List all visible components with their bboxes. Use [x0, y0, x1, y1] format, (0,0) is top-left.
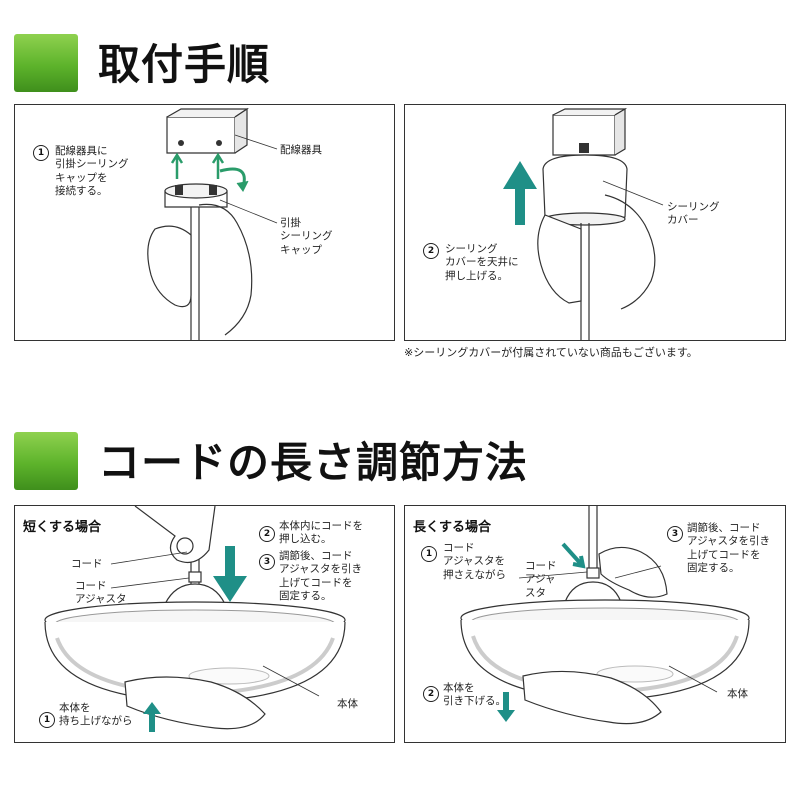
shorten-step3-badge: 3 [259, 554, 275, 570]
accessory-note: ※シーリングカバーが付属されていない商品もございます。 [404, 346, 698, 359]
lengthen-step2-text: 本体を 引き下げる。 [443, 682, 506, 708]
shorten-step1-badge: 1 [39, 712, 55, 728]
step2-instruction: シーリング カバーを天井に 押し上げる。 [445, 243, 519, 282]
lengthen-body-label: 本体 [727, 688, 748, 700]
install-step2-panel: 2 シーリング カバーを天井に 押し上げる。 シーリング カバー [404, 104, 786, 341]
install-step2-illustration [503, 107, 664, 340]
cord-label: コード [71, 558, 103, 570]
step1-number-badge: 1 [33, 145, 49, 161]
cord-adjuster-label: コード アジャスタ [75, 580, 127, 606]
shorten-step2-text: 本体内にコードを 押し込む。 [279, 520, 363, 546]
lengthen-step1-text: コード アジャスタを 押さえながら [443, 542, 506, 581]
shorten-step1-text: 本体を 持ち上げながら [59, 702, 133, 728]
section2-green-marker [14, 432, 78, 490]
lengthen-cord-panel: 長くする場合 1 コード アジャスタを 押さえながら コード アジャ スタ 3 … [404, 505, 786, 743]
install-step1-panel: 1 配線器具に 引掛シーリング キャップを 接続する。 配線器具 引掛 シーリン… [14, 104, 395, 341]
lengthen-cord-illustration [460, 506, 750, 725]
lengthen-step2-badge: 2 [423, 686, 439, 702]
fixture-label: 配線器具 [280, 144, 322, 156]
shorten-cord-illustration [44, 506, 346, 732]
shorten-subtitle: 短くする場合 [23, 520, 102, 535]
lengthen-step3-text: 調節後、コード アジャスタを引き 上げてコードを 固定する。 [687, 522, 771, 575]
step1-instruction: 配線器具に 引掛シーリング キャップを 接続する。 [55, 145, 129, 198]
step2-number-badge: 2 [423, 243, 439, 259]
shorten-step2-badge: 2 [259, 526, 275, 542]
shorten-step3-text: 調節後、コード アジャスタを引き 上げてコードを 固定する。 [279, 550, 363, 603]
lengthen-step1-badge: 1 [421, 546, 437, 562]
body-label: 本体 [337, 698, 358, 710]
lengthen-subtitle: 長くする場合 [413, 520, 492, 535]
ceiling-cover-label: シーリング カバー [667, 201, 720, 227]
install-step1-illustration [147, 107, 278, 340]
lengthen-adjuster-label: コード アジャ スタ [525, 560, 557, 599]
lengthen-step3-badge: 3 [667, 526, 683, 542]
section2-title: コードの長さ調節方法 [98, 438, 529, 487]
ceiling-cap-label: 引掛 シーリング キャップ [280, 217, 333, 256]
shorten-cord-panel: 短くする場合 コード コード アジャスタ 2 本体内にコードを 押し込む。 3 … [14, 505, 395, 743]
section1-green-marker [14, 34, 78, 92]
section1-title: 取付手順 [98, 40, 271, 89]
